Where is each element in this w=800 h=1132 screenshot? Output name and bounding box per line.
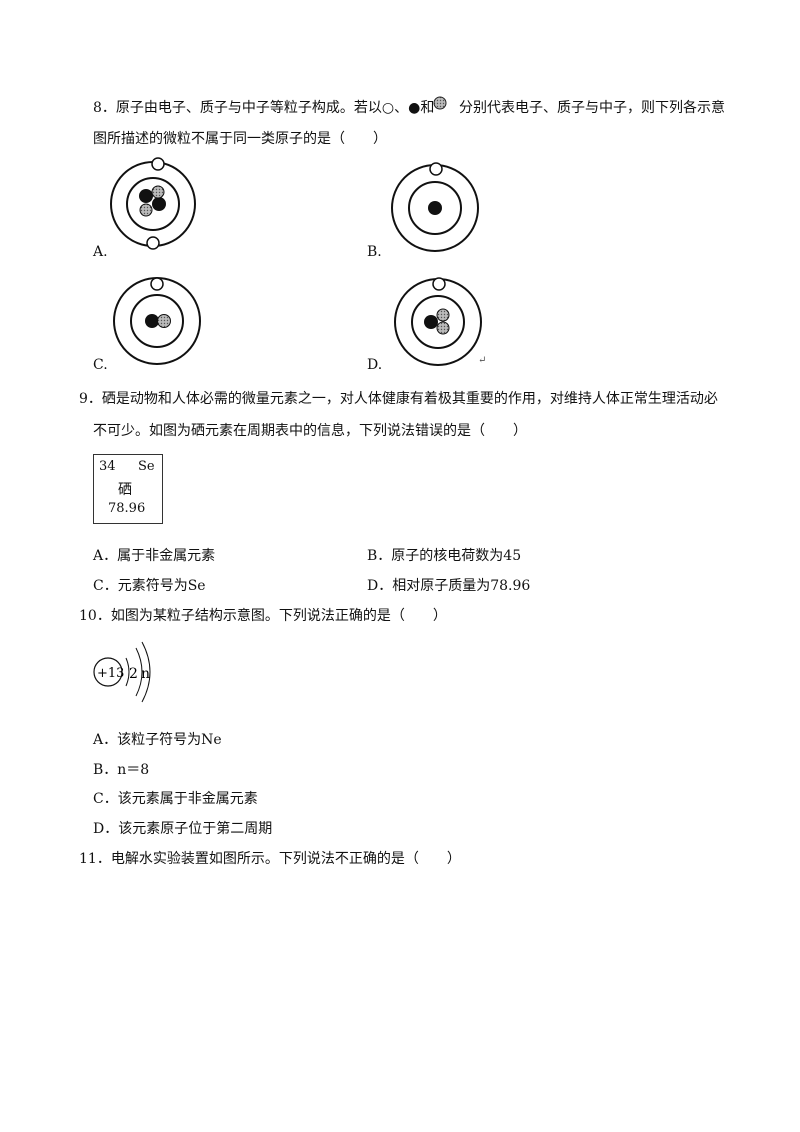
shell2-electrons: n [141,666,150,682]
element-symbol: Se [138,459,155,474]
q8-text-line2: 图所描述的微粒不属于同一类原子的是（ ） [93,131,387,147]
q9-text-line1: 9．硒是动物和人体必需的微量元素之一，对人体健康有着极其重要的作用，对维持人体正… [79,391,718,407]
q9-text-line2: 不可少。如图为硒元素在周期表中的信息，下列说法错误的是（ ） [93,423,527,439]
q8-option-d-label: D. [367,357,383,373]
q8-option-b-label: B. [367,244,382,260]
q8-option-c-label: C. [93,357,108,373]
q11-text-line1: 11．电解水实验装置如图所示。下列说法不正确的是（ ） [79,851,461,867]
atomic-number: 34 [99,459,116,474]
q10-option-a: A．该粒子符号为Ne [93,732,222,748]
atom-diagram-a [110,157,196,250]
atomic-mass: 78.96 [108,501,146,516]
q10-option-b: B．n＝8 [93,762,150,778]
q9-option-d: D．相对原子质量为78.96 [367,578,531,594]
shell1-electrons: 2 [129,666,138,682]
q9-option-a: A．属于非金属元素 [93,548,216,564]
paragraph-return-mark: ↵ [478,355,487,366]
q10-option-d: D．该元素原子位于第二周期 [93,821,273,837]
neutron-legend-icon [433,96,447,110]
nucleus-charge: +13 [97,666,124,681]
q10-option-c: C．该元素属于非金属元素 [93,791,258,807]
q9-option-b: B．原子的核电荷数为45 [367,548,522,564]
atom-diagram-d [394,277,482,366]
q9-option-c: C．元素符号为Se [93,578,206,594]
ion-structure-diagram: +13 2 n [93,641,151,703]
q8-option-a-label: A. [93,244,108,260]
q10-text-line1: 10．如图为某粒子结构示意图。下列说法正确的是（ ） [79,608,447,624]
q8-text-suffix: 分别代表电子、质子与中子，则下列各示意 [459,100,725,116]
atom-diagram-b [391,162,479,252]
periodic-table-cell: 34 Se 硒 78.96 [93,454,163,524]
q8-text-prefix: 8．原子由电子、质子与中子等粒子构成。若以○、●和 [93,100,435,116]
atom-diagram-c [113,277,201,365]
element-name: 硒 [118,482,132,498]
